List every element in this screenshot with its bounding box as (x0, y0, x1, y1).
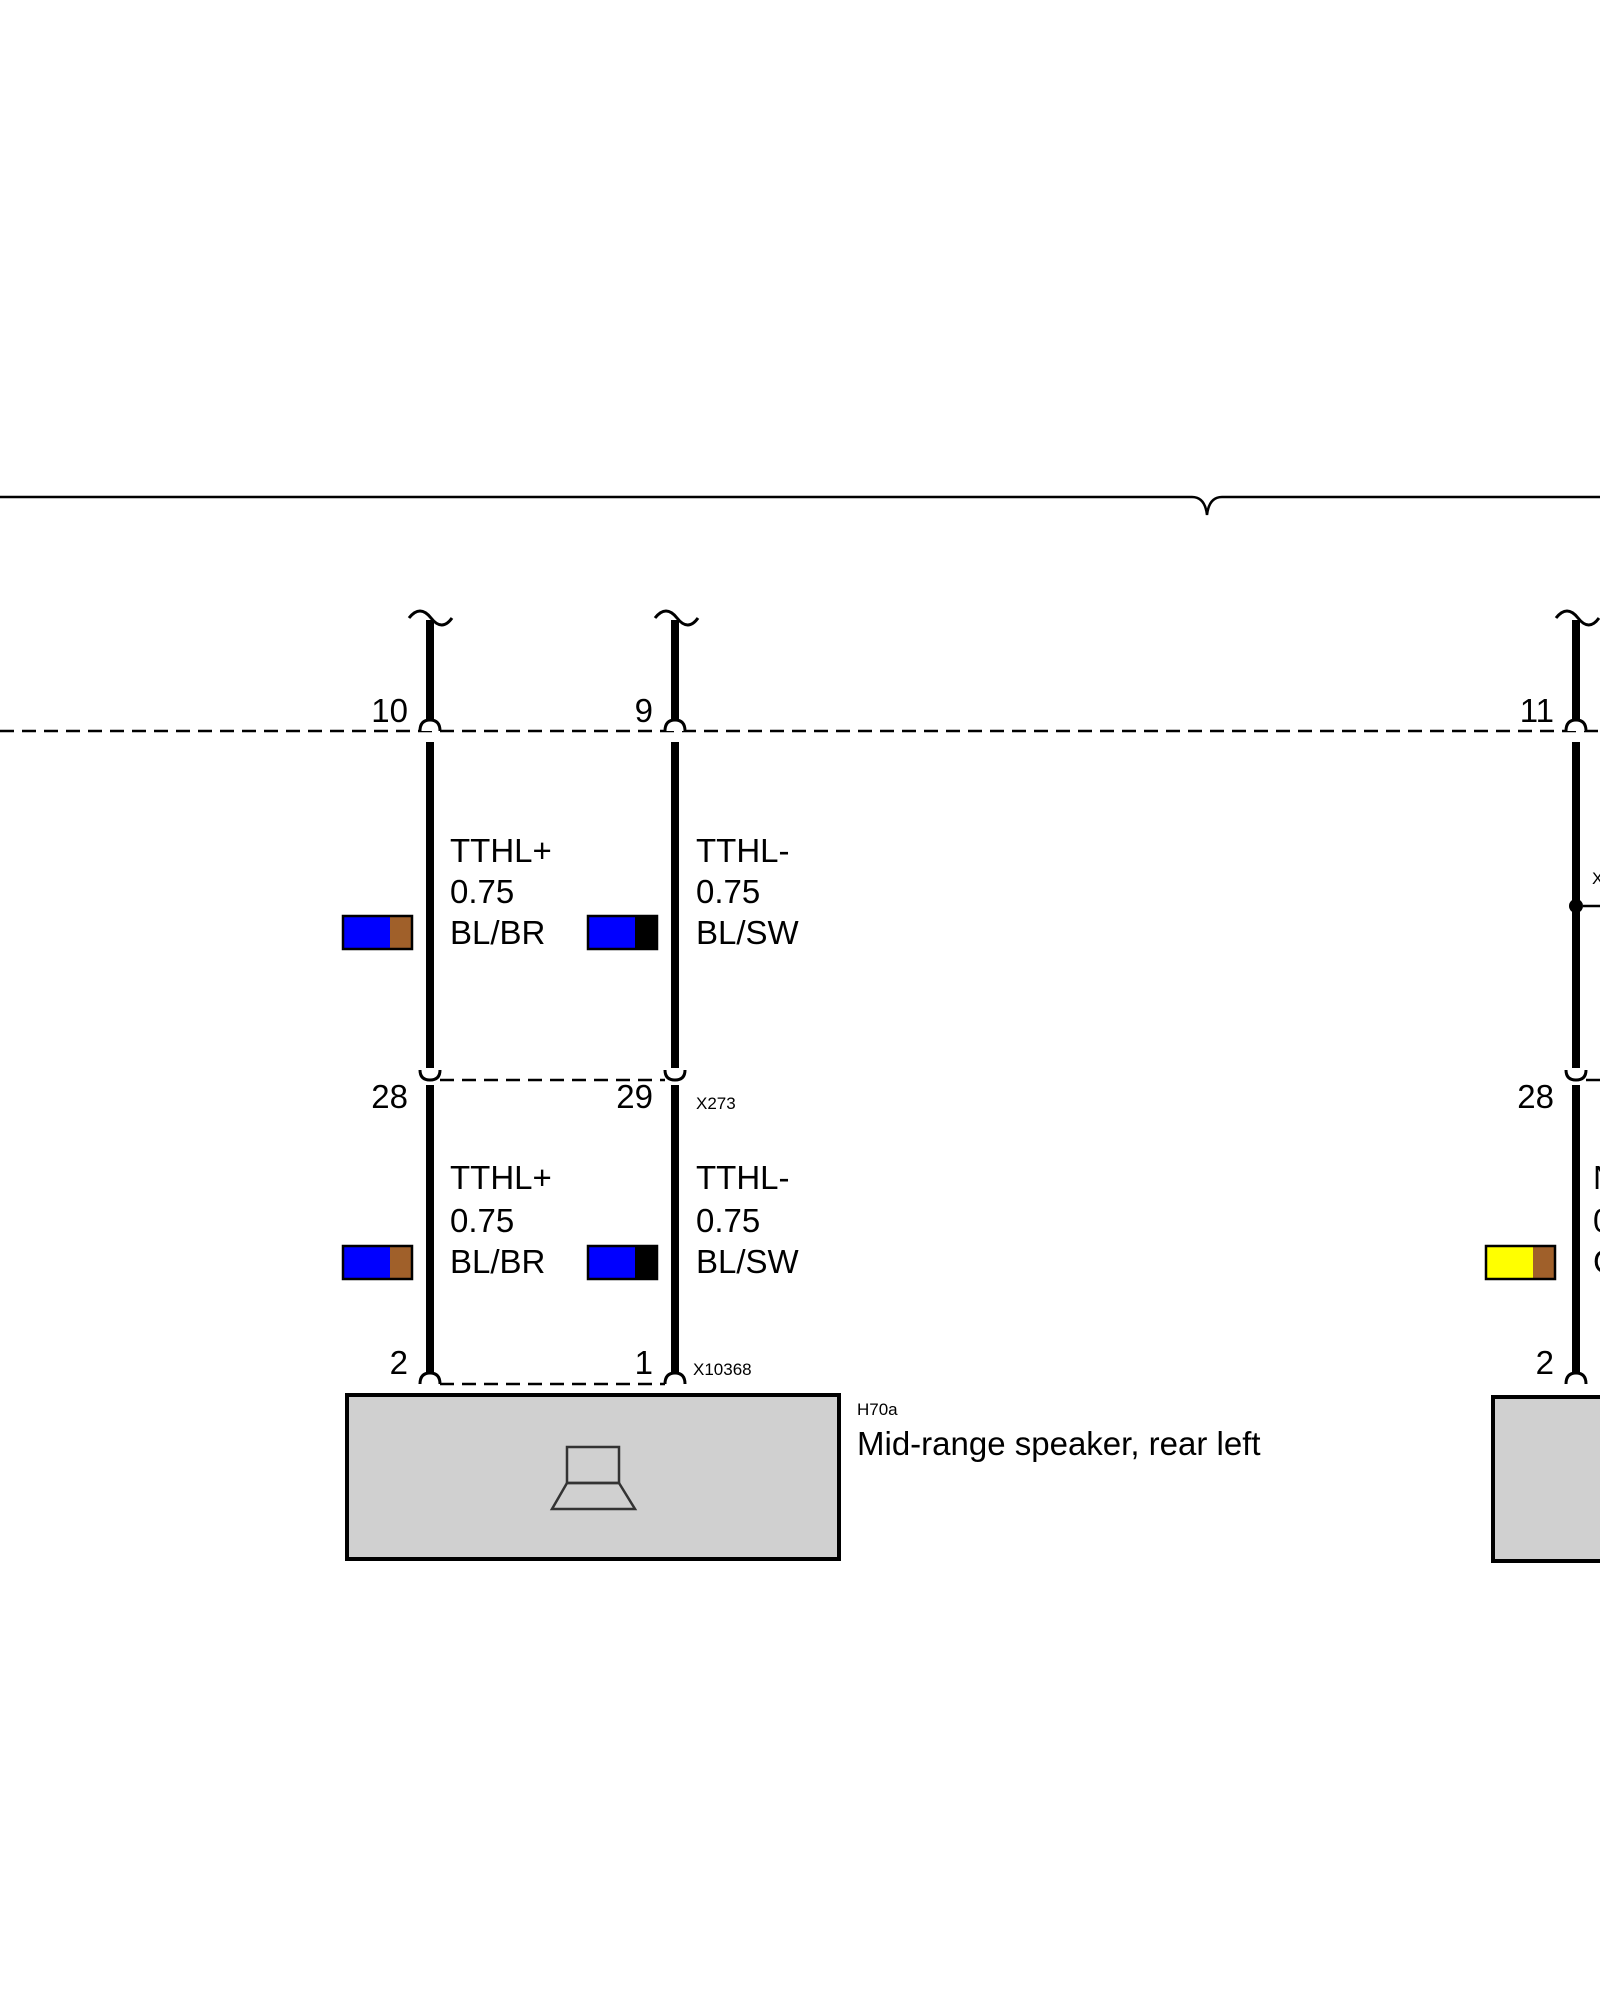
wire-color-swatch (1533, 1246, 1555, 1279)
wire-color-swatch (343, 916, 390, 949)
wire-color-code: BL/BR (450, 914, 545, 951)
wire-gauge: 0.75 (450, 1202, 514, 1239)
wire-color-swatch-border (1484, 1244, 1557, 1281)
wire-color-code: BL/SW (696, 1243, 800, 1280)
wire-color-swatch (390, 1246, 412, 1279)
wire-signal: N (1593, 1159, 1600, 1196)
pin-terminal (418, 718, 442, 732)
pin-terminal (663, 718, 687, 732)
splice-point (1569, 899, 1583, 913)
pin-terminal (663, 1371, 687, 1385)
component-box-partial (1491, 1395, 1600, 1563)
wire-color-swatch (635, 1246, 657, 1279)
connector-id: X10368 (693, 1360, 752, 1379)
wire-color-swatch-border (341, 1244, 414, 1281)
wire-color-code: G (1593, 1243, 1600, 1280)
wire-color-swatch (390, 916, 412, 949)
wire-gauge: 0.75 (450, 873, 514, 910)
cable-continuation-icon (407, 609, 454, 627)
pin-terminal (1564, 718, 1588, 732)
wire-color-swatch-border (586, 1244, 659, 1281)
pin-number: 28 (1517, 1078, 1554, 1115)
wire-gauge: 0.75 (696, 873, 760, 910)
pin-number: 28 (371, 1078, 408, 1115)
speaker-icon (549, 1445, 638, 1511)
connector-id: X (1592, 869, 1600, 888)
pin-terminal (1564, 1371, 1588, 1385)
wire-color-swatch (343, 1246, 390, 1279)
pin-number: 29 (616, 1078, 653, 1115)
wire-color-code: BL/SW (696, 914, 800, 951)
component-name: Mid-range speaker, rear left (857, 1425, 1261, 1462)
component-box (345, 1393, 841, 1561)
wire-color-swatch (588, 1246, 635, 1279)
group-brace (0, 495, 1600, 516)
wire-gauge: 0 (1593, 1202, 1600, 1239)
connector-id: X273 (696, 1094, 736, 1113)
pin-number: 2 (390, 1344, 408, 1381)
pin-terminal (663, 1069, 687, 1082)
pin-number: 10 (371, 692, 408, 729)
pin-terminal (418, 1371, 442, 1385)
pin-number: 9 (635, 692, 653, 729)
pin-number: 1 (635, 1344, 653, 1381)
wire-signal: TTHL+ (450, 832, 552, 869)
wire-color-swatch (588, 916, 635, 949)
pin-number: 11 (1520, 692, 1554, 729)
pin-number: 2 (1536, 1344, 1554, 1381)
wire-signal: TTHL- (696, 832, 790, 869)
wire-color-swatch (635, 916, 657, 949)
wire-gauge: 0.75 (696, 1202, 760, 1239)
wire-color-code: BL/BR (450, 1243, 545, 1280)
wire-signal: TTHL+ (450, 1159, 552, 1196)
wire-color-swatch-border (341, 914, 414, 951)
component-id: H70a (857, 1400, 898, 1419)
wire-signal: TTHL- (696, 1159, 790, 1196)
wire-color-swatch (1486, 1246, 1533, 1279)
cable-continuation-icon (1554, 609, 1600, 627)
pin-terminal (418, 1069, 442, 1082)
pin-terminal (1564, 1069, 1588, 1082)
wire-color-swatch-border (586, 914, 659, 951)
cable-continuation-icon (653, 609, 700, 627)
